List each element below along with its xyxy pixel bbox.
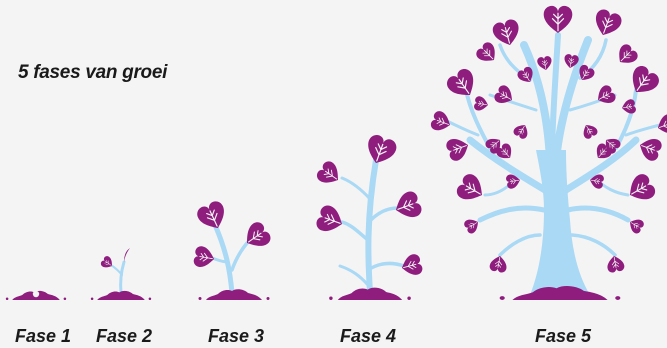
tree-icon xyxy=(428,5,667,300)
seed-mound-icon xyxy=(5,290,67,300)
stage-label-4: Fase 4 xyxy=(339,326,397,346)
stage-label-5: Fase 5 xyxy=(534,326,592,346)
stage-label-1: Fase 1 xyxy=(14,326,72,346)
young-plant-icon xyxy=(313,132,425,300)
stage-label-3: Fase 3 xyxy=(207,326,265,346)
seedling-icon xyxy=(192,198,274,300)
sprout-icon xyxy=(90,248,152,300)
page-title: 5 fases van groei xyxy=(18,62,168,83)
stage-label-2: Fase 2 xyxy=(95,326,153,346)
